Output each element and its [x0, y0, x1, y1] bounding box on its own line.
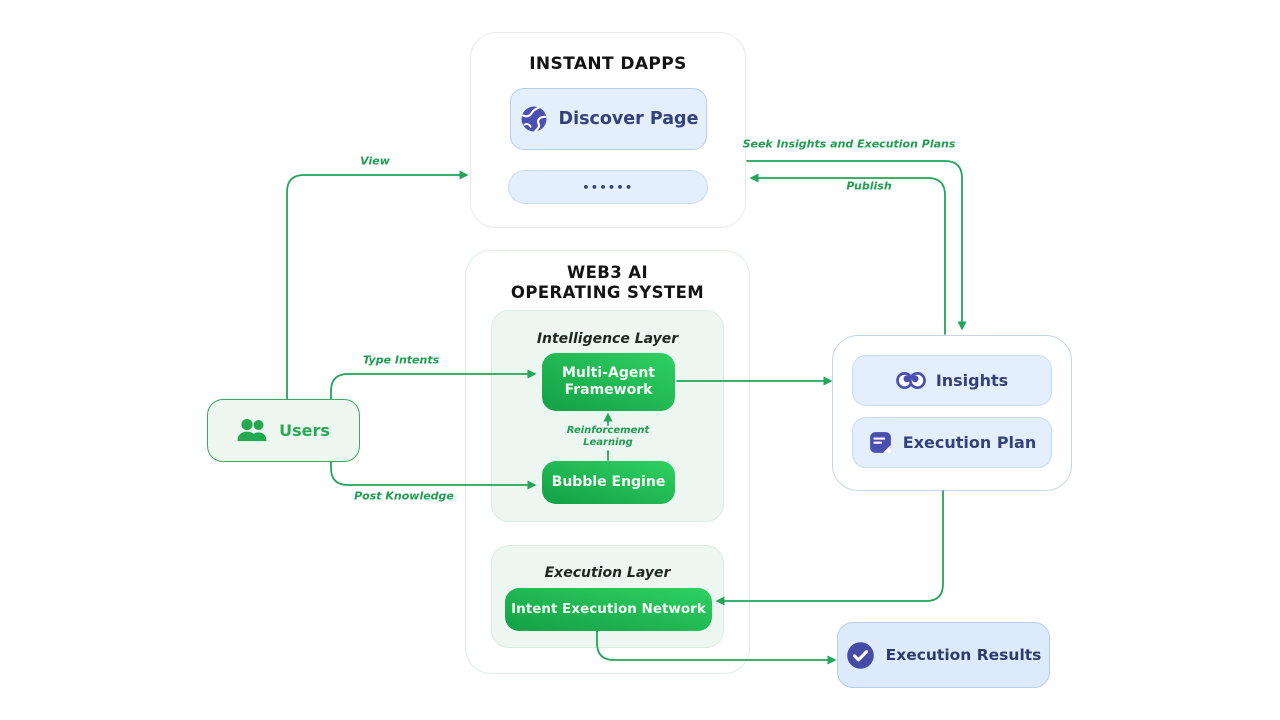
- intent-execution-network-label: Intent Execution Network: [511, 600, 706, 617]
- bubble-engine-node: Bubble Engine: [542, 461, 675, 504]
- edge-plan-to-intent: [715, 490, 944, 606]
- discover-page-label: Discover Page: [558, 109, 699, 129]
- users-icon: [237, 419, 269, 442]
- edge-label-seek-insights: Seek Insights and Execution Plans: [742, 137, 956, 151]
- edge-publish: [749, 173, 946, 335]
- execution-results-label: Execution Results: [885, 646, 1042, 664]
- insights-label: Insights: [935, 371, 1009, 390]
- intent-execution-network-node: Intent Execution Network: [505, 588, 712, 631]
- edge-label-type-intents: Type Intents: [362, 353, 440, 367]
- globe-icon: [519, 104, 549, 134]
- document-icon: [868, 430, 893, 455]
- execution-results-node: Execution Results: [837, 622, 1050, 688]
- bubble-engine-label: Bubble Engine: [551, 474, 666, 491]
- users-label: Users: [279, 421, 330, 440]
- more-dapps-node: ••••••: [508, 170, 708, 204]
- check-circle-icon: [846, 641, 875, 670]
- multi-agent-framework-node: Multi-Agent Framework: [542, 353, 675, 411]
- eyes-icon: [895, 369, 926, 392]
- multi-agent-framework-label: Multi-Agent Framework: [561, 365, 655, 398]
- edge-label-publish: Publish: [846, 179, 892, 193]
- web3-os-title-line2: OPERATING SYSTEM: [510, 283, 705, 303]
- discover-page-node: Discover Page: [510, 88, 707, 150]
- execution-plan-node: Execution Plan: [852, 417, 1052, 468]
- edge-label-view: View: [360, 154, 390, 168]
- insights-node: Insights: [852, 355, 1052, 406]
- web3-os-title: WEB3 AI OPERATING SYSTEM: [466, 263, 749, 303]
- more-dapps-label: ••••••: [582, 180, 634, 194]
- edge-label-reinforcement-learning: Reinforcement Learning: [566, 425, 650, 448]
- web3-os-title-line1: WEB3 AI: [567, 263, 648, 282]
- intelligence-layer-title: Intelligence Layer: [536, 331, 679, 347]
- users-node: Users: [207, 399, 360, 462]
- edge-label-post-knowledge: Post Knowledge: [354, 489, 454, 503]
- execution-layer-title: Execution Layer: [544, 565, 671, 581]
- execution-plan-label: Execution Plan: [902, 433, 1037, 452]
- instant-dapps-title: INSTANT DAPPS: [529, 54, 687, 74]
